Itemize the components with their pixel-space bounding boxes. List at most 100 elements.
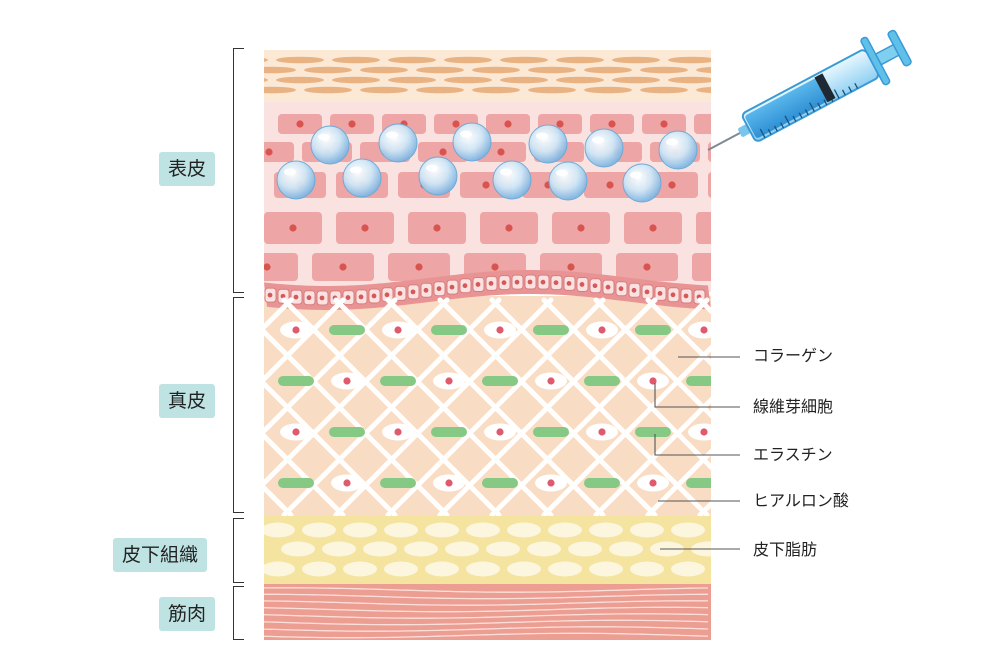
cell-nucleus: [361, 224, 369, 232]
callout-hyaluronic-acid: ヒアルロン酸: [753, 491, 849, 510]
basal-nucleus: [397, 290, 403, 296]
fat-cell: [589, 561, 623, 577]
collagen-fiber: [645, 297, 711, 367]
corneum-cell: [500, 76, 548, 84]
bracket-subcutaneous: [233, 518, 244, 583]
cell-nucleus: [497, 148, 505, 156]
fibroblast-nucleus: [649, 479, 657, 487]
syringe-tick: [798, 112, 803, 119]
fat-cell: [445, 541, 479, 557]
corneum-cell: [276, 56, 324, 64]
fibroblast-nucleus: [547, 377, 555, 385]
corneum-cell: [444, 56, 492, 64]
corneum-cell: [360, 86, 408, 94]
corneum-cell: [276, 76, 324, 84]
label-epidermis: 表皮: [159, 152, 216, 186]
syringe-tick: [759, 128, 766, 139]
droplet-icon: [342, 158, 382, 198]
droplet-highlight: [284, 168, 296, 176]
fat-cell: [568, 541, 602, 557]
droplet-highlight: [460, 130, 472, 138]
collagen-fiber: [385, 297, 606, 518]
callout-elastin: エラスチン: [753, 445, 833, 464]
syringe-tick: [773, 125, 778, 132]
elastin-fiber: [737, 427, 773, 437]
fibroblast-nucleus: [496, 428, 504, 436]
cell-nucleus: [491, 263, 499, 271]
elastin-fiber: [584, 376, 620, 386]
corneum-cell: [528, 86, 576, 94]
elastin-fiber: [329, 427, 365, 437]
cell-nucleus: [577, 224, 585, 232]
droplet-highlight: [350, 166, 362, 174]
muscle-fiber: [264, 593, 708, 600]
droplet-icon: [452, 122, 492, 162]
basal-nucleus: [579, 282, 585, 287]
syringe-tick: [841, 89, 846, 96]
basal-nucleus: [345, 295, 351, 300]
fat-cell: [302, 561, 336, 577]
epidermis-cell: [696, 212, 711, 244]
cell-nucleus: [643, 263, 651, 271]
basal-nucleus: [449, 284, 455, 290]
elastin-fiber: [584, 478, 620, 488]
fibroblast-nucleus: [394, 428, 402, 436]
cell-nucleus: [339, 263, 347, 271]
basal-nucleus: [566, 281, 572, 286]
cell-nucleus: [719, 263, 726, 270]
fibroblast-nucleus: [700, 428, 708, 436]
cell-nucleus: [415, 263, 423, 271]
fat-cell: [425, 522, 459, 538]
elastin-fiber: [431, 427, 467, 437]
cell-nucleus: [668, 181, 676, 189]
fibroblast-nucleus: [649, 377, 657, 385]
label-dermis: 真皮: [159, 384, 216, 418]
basal-nucleus: [436, 286, 442, 292]
bracket-dermis: [233, 297, 244, 513]
elastin-fiber: [533, 325, 569, 335]
syringe-tick: [833, 89, 840, 99]
droplet-highlight: [426, 164, 438, 172]
droplet-icon: [548, 161, 588, 201]
elastin-fiber: [686, 376, 711, 386]
collagen-fiber: [541, 297, 711, 471]
fat-cell: [548, 522, 582, 538]
corneum-cell: [640, 86, 688, 94]
basal-nucleus: [371, 293, 377, 299]
syringe-tick: [817, 102, 822, 109]
elastin-fiber: [533, 427, 569, 437]
fat-cell: [671, 522, 705, 538]
droplet-icon: [310, 125, 350, 165]
syringe-tick: [848, 86, 853, 93]
callout-subcutaneous-fat: 皮下脂肪: [753, 540, 818, 559]
elastin-fiber: [431, 325, 467, 335]
syringe-tick: [854, 82, 859, 89]
basal-nucleus: [488, 281, 494, 286]
fibroblast-nucleus: [394, 326, 402, 334]
cell-nucleus: [608, 120, 616, 128]
corneum-cell: [304, 66, 352, 74]
corneum-cell: [500, 56, 548, 64]
basal-nucleus: [358, 294, 364, 300]
cell-nucleus: [439, 148, 447, 156]
droplet-icon: [528, 124, 568, 164]
cell-nucleus: [505, 224, 513, 232]
corneum-cell: [584, 86, 632, 94]
syringe-plunger-seal: [814, 73, 836, 103]
corneum-cell: [332, 56, 380, 64]
droplet-icon: [418, 156, 458, 196]
fat-cell: [466, 561, 500, 577]
corneum-cell: [696, 86, 711, 94]
corneum-cell: [444, 76, 492, 84]
syringe-tick: [804, 109, 809, 116]
elastin-fiber: [482, 376, 518, 386]
cell-nucleus: [606, 181, 614, 189]
basal-nucleus: [592, 283, 598, 289]
corneum-cell: [556, 56, 604, 64]
elastin-fiber: [278, 478, 314, 488]
fibroblast-nucleus: [445, 377, 453, 385]
corneum-cell: [668, 76, 711, 84]
corneum-cell: [416, 66, 464, 74]
basal-nucleus: [683, 293, 689, 299]
